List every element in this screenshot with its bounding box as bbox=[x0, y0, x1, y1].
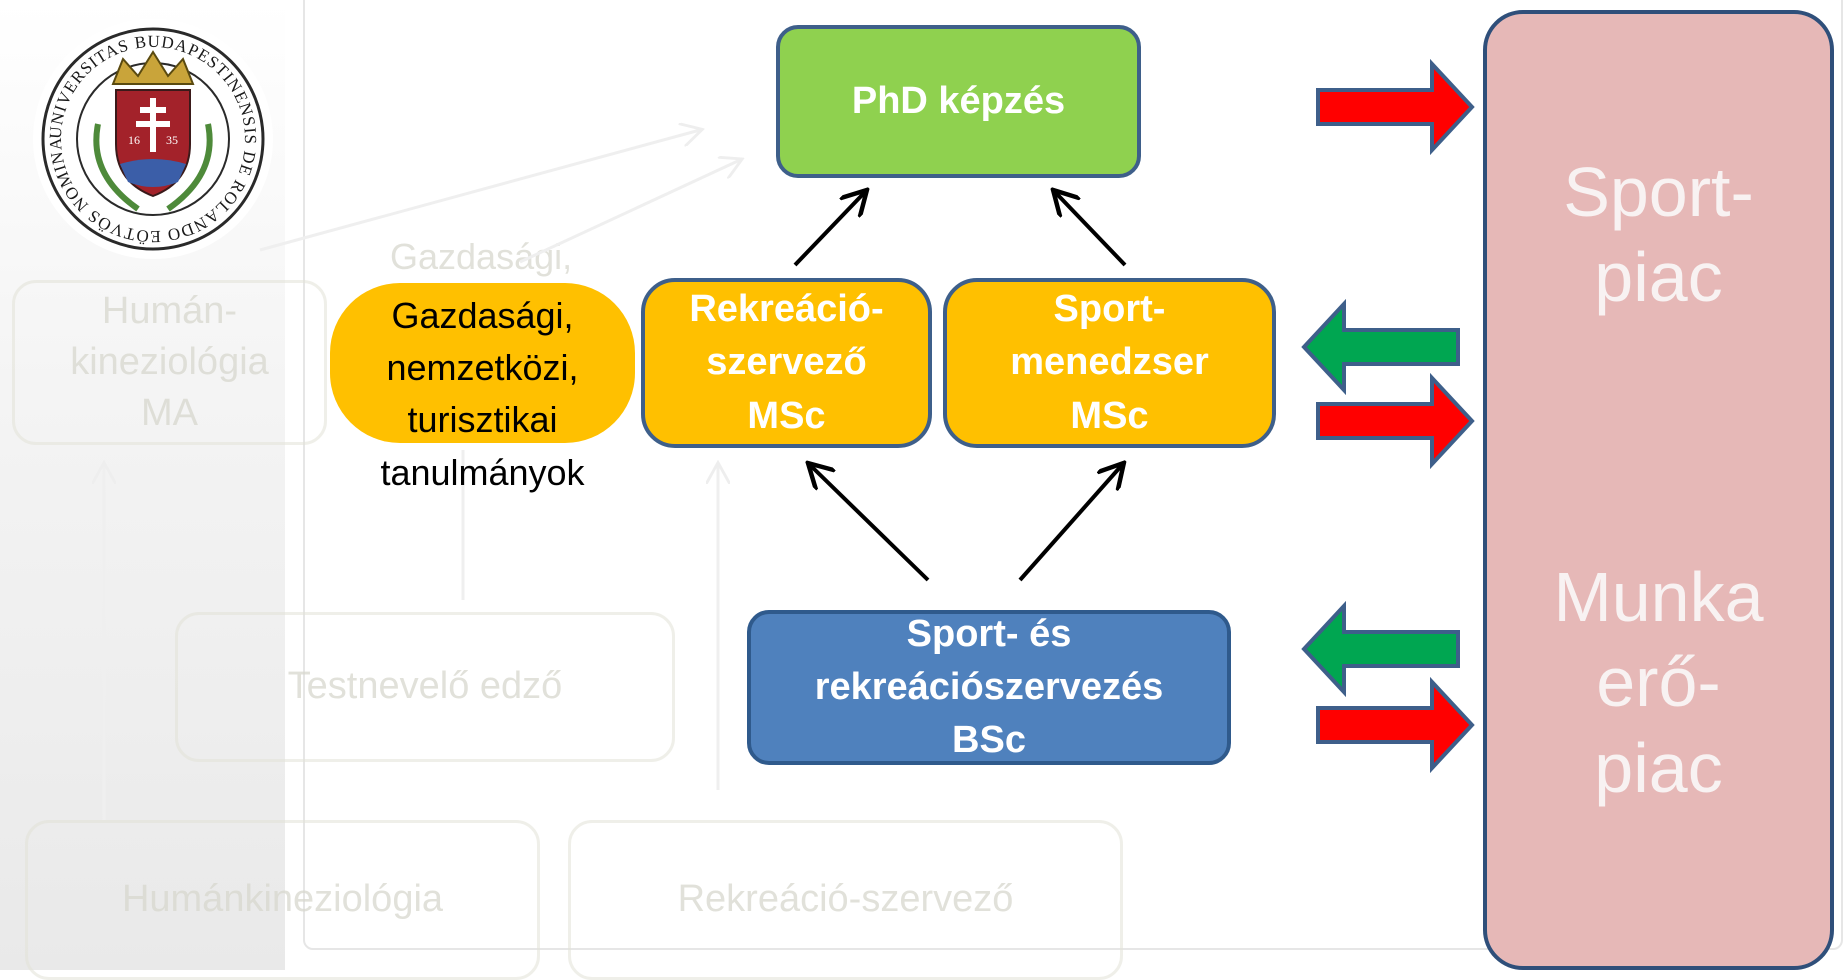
ghost-box-humankineziologia: Humánkineziológia bbox=[25, 820, 540, 980]
ghost-human-ma-line-2: kineziológia bbox=[70, 340, 269, 383]
arrow-rek-to-phd bbox=[793, 192, 865, 267]
sportmenedzser-msc-line-1: Sport- bbox=[1053, 288, 1166, 331]
sportmenedzser-msc-line-2: menedzser bbox=[1010, 341, 1209, 384]
bsc-line-2: rekreációszervezés bbox=[814, 665, 1164, 708]
red-arrow-3 bbox=[1316, 676, 1475, 774]
bsc-box: Sport- és rekreációszervezés BSc bbox=[747, 610, 1231, 765]
munkaero-piac-line-2: erő- bbox=[1596, 643, 1721, 722]
ghost-arrow-2 bbox=[519, 160, 740, 264]
ghost-humankineziologia-label: Humánkineziológia bbox=[121, 878, 444, 921]
bsc-line-1: Sport- és bbox=[906, 612, 1072, 655]
gazdasagi-text: Gazdasági, nemzetközi, turisztikai tanul… bbox=[330, 290, 635, 499]
sportmenedzser-msc-line-3: MSc bbox=[1070, 394, 1149, 437]
sport-piac-line-2: piac bbox=[1594, 238, 1723, 317]
arrow-sm-to-phd bbox=[1055, 192, 1127, 267]
green-arrow-2 bbox=[1301, 600, 1460, 698]
ghost-box-testnevelo: Testnevelő edző bbox=[175, 612, 675, 762]
ghost-testnevelo-label: Testnevelő edző bbox=[287, 665, 563, 708]
red-arrow-2 bbox=[1316, 372, 1475, 470]
market-box bbox=[1483, 10, 1834, 970]
phd-box: PhD képzés bbox=[776, 25, 1141, 178]
phd-label: PhD képzés bbox=[851, 80, 1066, 122]
ghost-human-ma-line-3: MA bbox=[140, 392, 198, 435]
gazdasagi-box bbox=[330, 283, 635, 443]
sport-piac-text: Sport- piac bbox=[1483, 150, 1834, 321]
rekreacio-msc-box: Rekreáció- szervező MSc bbox=[641, 278, 932, 448]
rekreacio-msc-line-2: szervező bbox=[706, 341, 867, 384]
rekreacio-msc-line-3: MSc bbox=[747, 394, 826, 437]
seal-year-left: 16 bbox=[128, 133, 140, 147]
gazdasagi-line-4: tanulmányok bbox=[380, 451, 585, 493]
seal-year-right: 35 bbox=[166, 133, 178, 147]
munkaero-piac-line-3: piac bbox=[1594, 728, 1723, 807]
content-frame bbox=[303, 0, 1843, 950]
gazdasagi-line-2: nemzetközi, bbox=[386, 347, 579, 389]
ghost-box-human-ma: Humán- kineziológia MA bbox=[12, 280, 327, 445]
arrow-bsc-to-sm bbox=[1018, 465, 1122, 582]
munkaero-piac-line-1: Munka bbox=[1553, 558, 1764, 636]
ghost-rekreacio-szervezo-label: Rekreáció-szervező bbox=[677, 878, 1014, 921]
rekreacio-msc-line-1: Rekreáció- bbox=[689, 288, 884, 331]
bsc-line-3: BSc bbox=[952, 719, 1026, 762]
gazdasagi-line-1: Gazdasági, bbox=[391, 295, 574, 336]
arrow-bsc-to-rek bbox=[810, 465, 930, 582]
sport-piac-line-1: Sport- bbox=[1563, 153, 1754, 231]
munkaero-piac-text: Munka erő- piac bbox=[1483, 555, 1834, 811]
university-seal-logo: UNIVERSITAS BUDAPESTINENSIS DE ROLANDO E… bbox=[21, 0, 278, 264]
ghost-human-ma-line-1: Humán- bbox=[101, 289, 238, 332]
gazdasagi-line-3: turisztikai bbox=[407, 399, 558, 441]
green-arrow-1 bbox=[1301, 298, 1460, 396]
sportmenedzser-msc-box: Sport- menedzser MSc bbox=[943, 278, 1276, 448]
ghost-arrow-1 bbox=[259, 130, 700, 252]
red-arrow-1 bbox=[1316, 58, 1475, 156]
ghost-gazdasagi-faint: Gazdasági, bbox=[390, 236, 573, 277]
